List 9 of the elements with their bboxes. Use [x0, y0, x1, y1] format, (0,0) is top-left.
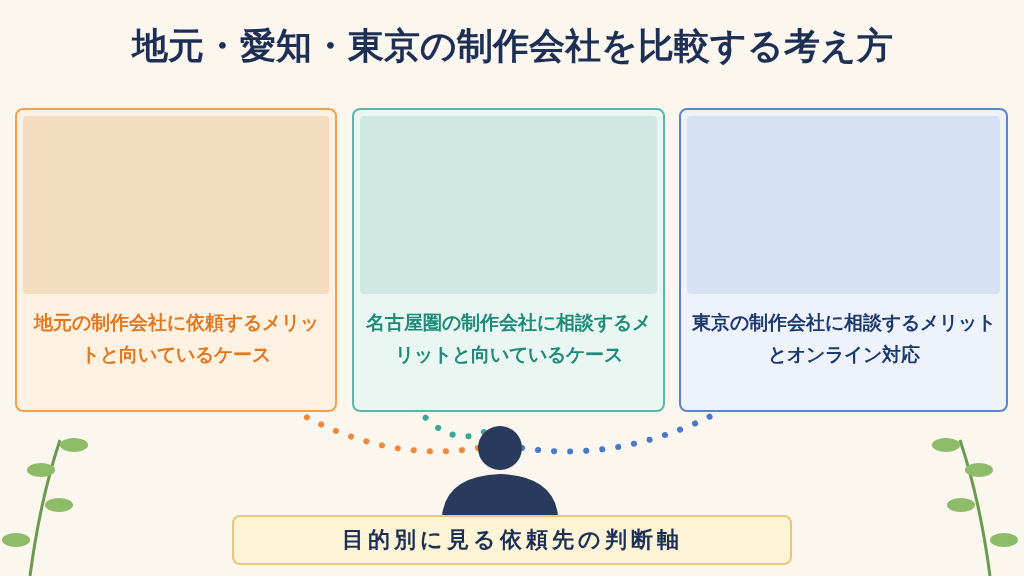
title: 地元・愛知・東京の制作会社を比較する考え方: [130, 24, 894, 68]
card-text: 名古屋圏の制作会社に相談するメリットと向いているケース: [365, 310, 652, 367]
person-silhouette: [440, 424, 560, 516]
card-text: 東京の制作会社に相談するメリットとオンライン対応: [691, 310, 996, 367]
card: [679, 108, 1008, 412]
card: [15, 108, 337, 412]
card-text: 地元の制作会社に依頼するメリットと向いているケース: [32, 310, 320, 367]
banner: 目的別に見る依頼先の判断軸: [232, 515, 792, 565]
card: [352, 108, 665, 412]
